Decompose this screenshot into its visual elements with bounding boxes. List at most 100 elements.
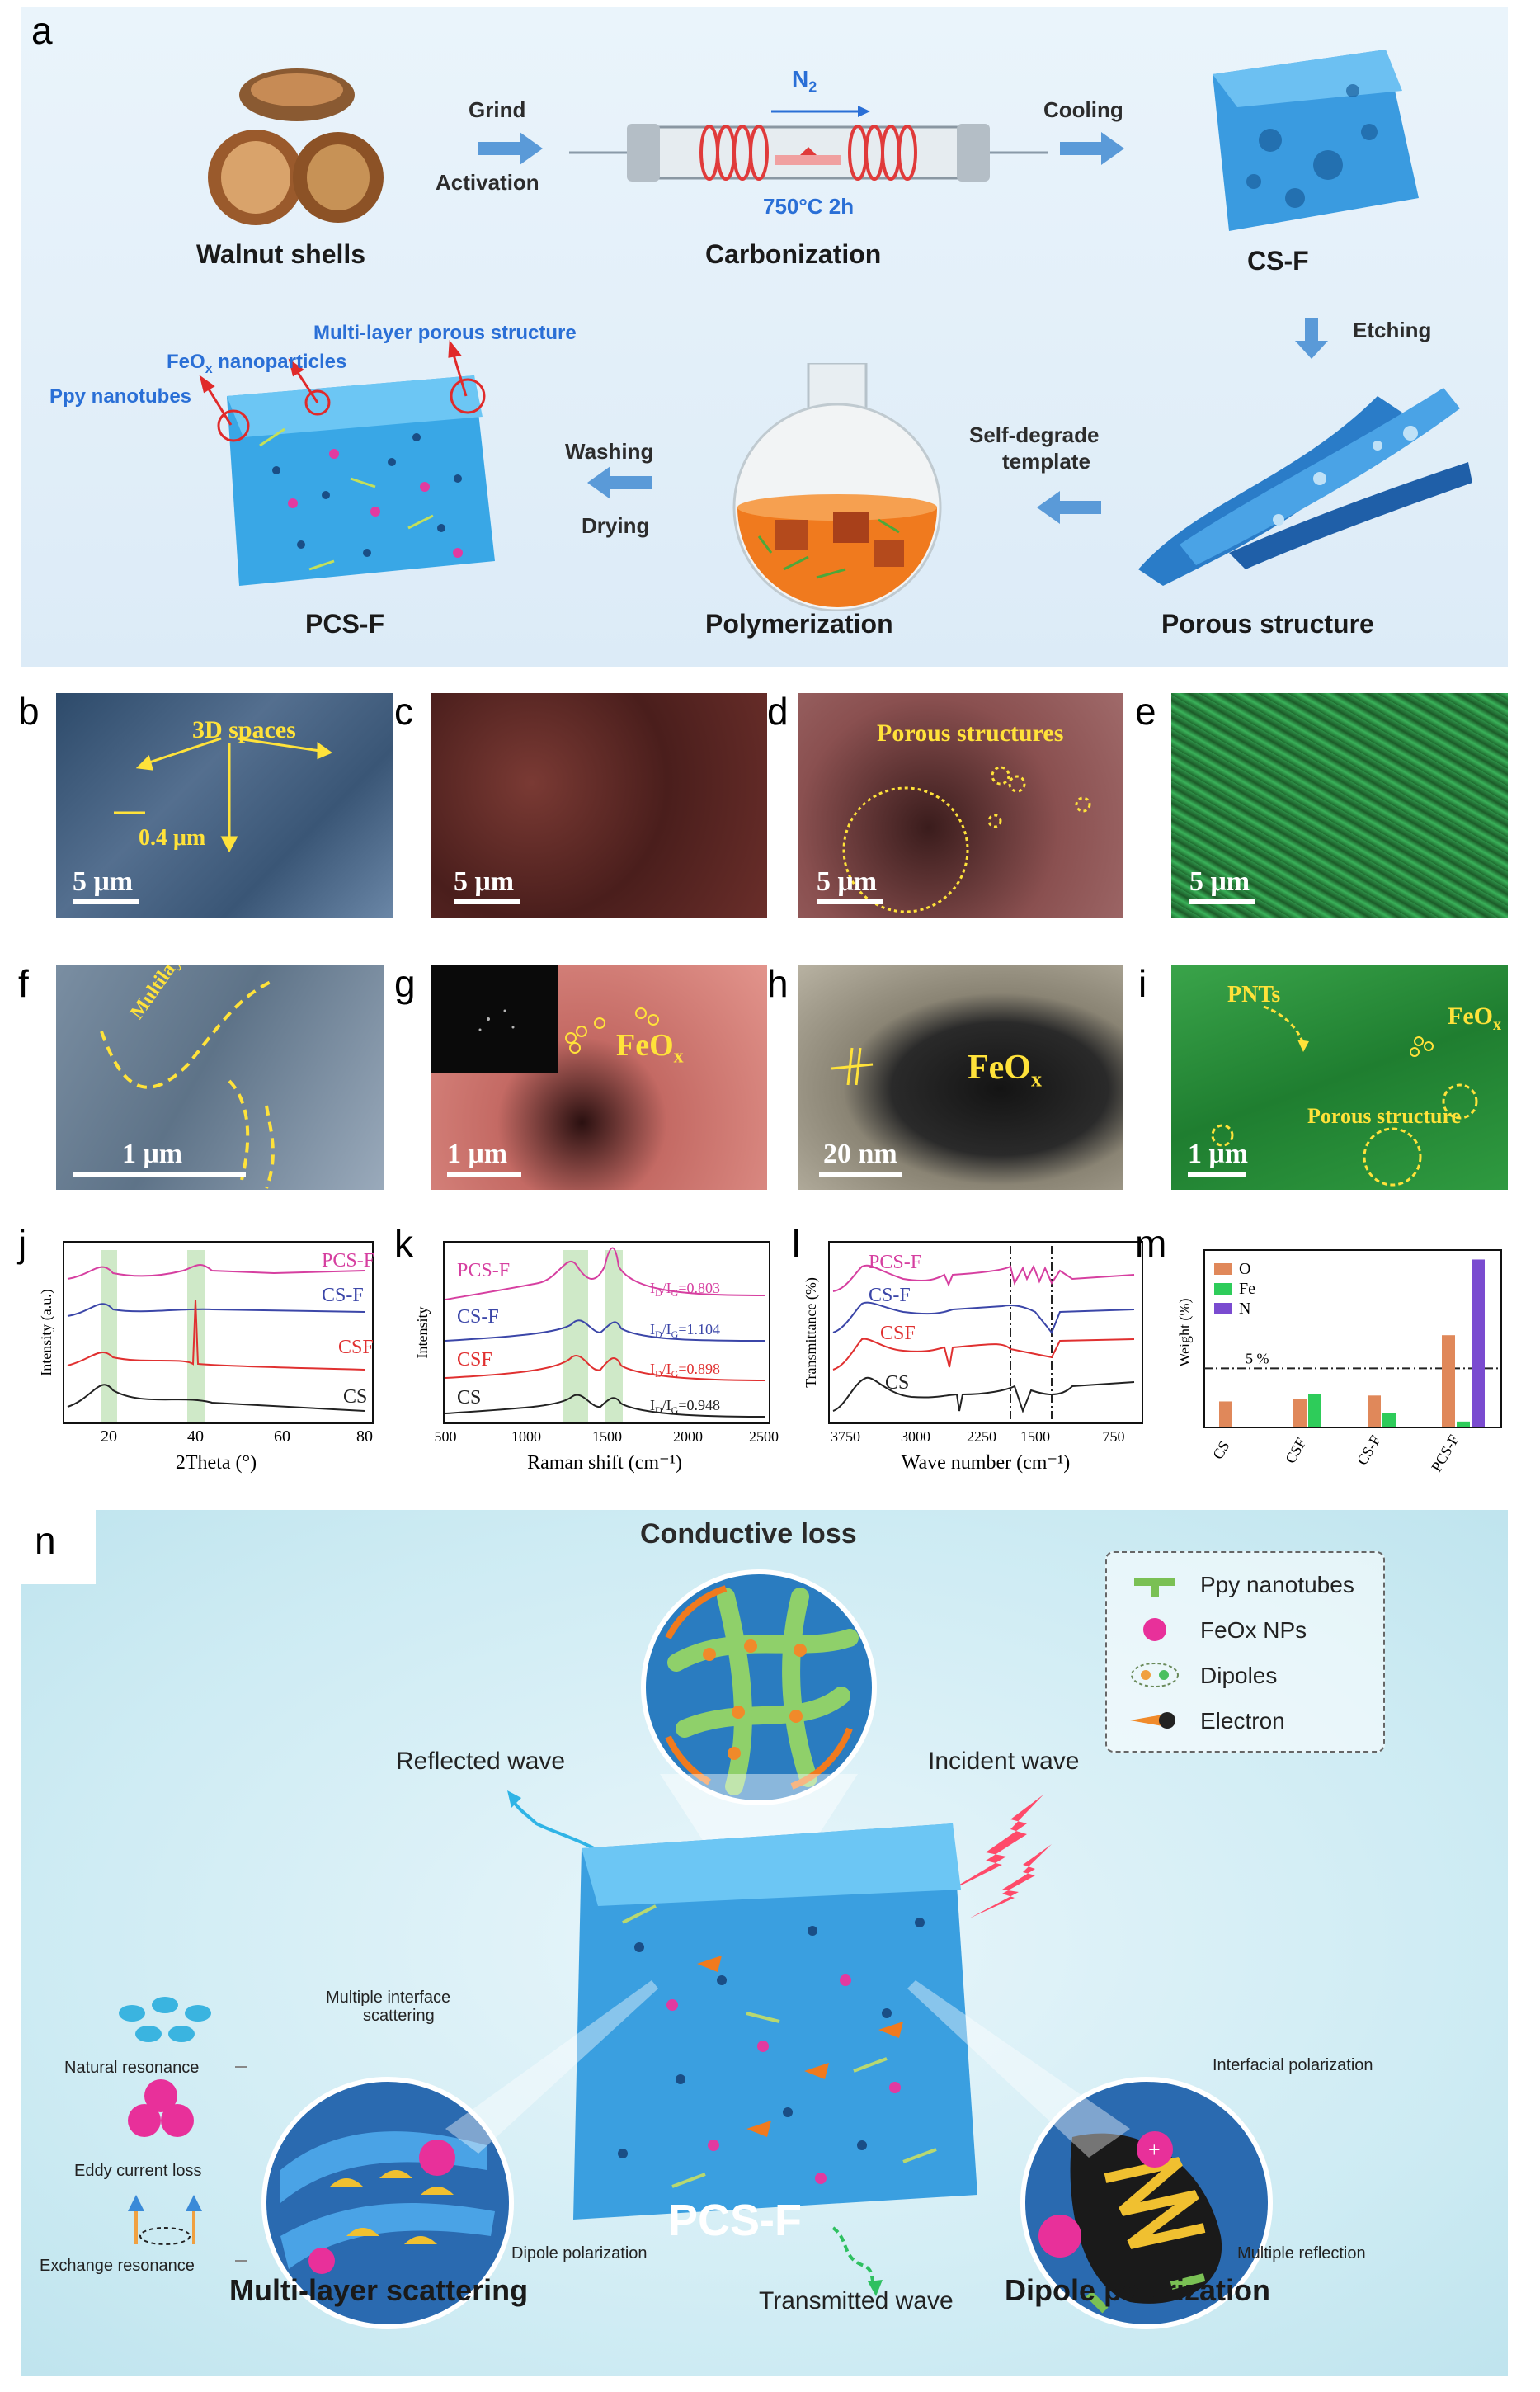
bar-ylabel: Weight (%) xyxy=(1176,1298,1194,1366)
raman-ratio-csf2: ID/IG=1.104 xyxy=(650,1321,720,1340)
ftir-xlabel: Wave number (cm⁻¹) xyxy=(902,1452,1071,1474)
bar-fe-pcs-f xyxy=(1457,1421,1470,1427)
lattice-marker xyxy=(831,1047,874,1086)
polymerization-label: Polymerization xyxy=(705,609,893,639)
xrd-series-pcsf xyxy=(67,1263,365,1280)
carbonization-furnace-illustration xyxy=(569,124,1048,182)
polymerization-flask-illustration xyxy=(732,363,942,611)
xrd-ylabel: Intensity (a.u.) xyxy=(38,1289,55,1375)
legend-feox: FeOx NPs xyxy=(1200,1617,1307,1643)
scale-label-d: 5 μm xyxy=(817,866,878,897)
raman-series-csf2 xyxy=(445,1319,766,1342)
panel-letter-d: d xyxy=(767,690,789,733)
panel-letter-m: m xyxy=(1135,1222,1167,1265)
bar-category-cs: CS xyxy=(1209,1438,1232,1462)
bar-o-pcs-f xyxy=(1442,1335,1455,1427)
raman-tick-500: 500 xyxy=(435,1428,457,1445)
bar-n-pcs-f xyxy=(1472,1259,1485,1427)
magnetic-loss-mechanisms-illustration xyxy=(119,1997,247,2262)
xrd-legend-cs: CS xyxy=(343,1386,367,1408)
bar-fe-cs-f xyxy=(1382,1413,1396,1427)
sem-d-annotation-circles xyxy=(842,766,1091,913)
xrd-plot-frame xyxy=(63,1241,374,1424)
raman-ratio-pcsf: ID/IG=0.803 xyxy=(650,1280,720,1299)
grind-label: Grind xyxy=(469,97,526,122)
porous-sheets-illustration xyxy=(1138,388,1472,586)
panel-letter-b: b xyxy=(18,690,40,733)
tem-image-g: FeOx 1 μm xyxy=(431,965,767,1190)
ftir-series-csf xyxy=(832,1338,1135,1371)
pnts-annotation: PNTs xyxy=(1227,982,1281,1007)
conductive-loss-title: Conductive loss xyxy=(640,1518,857,1550)
scale-bar xyxy=(73,899,139,904)
left-zoom-beam xyxy=(445,1980,658,2154)
cooling-label: Cooling xyxy=(1043,97,1123,122)
raman-tick-1000: 1000 xyxy=(511,1428,541,1445)
sem-image-c: 5 μm xyxy=(431,693,767,918)
panel-letter-e: e xyxy=(1135,690,1156,733)
scale-bar xyxy=(1189,899,1255,904)
raman-plot-frame xyxy=(443,1241,770,1424)
panel-letter-j: j xyxy=(18,1222,27,1265)
raman-tick-1500: 1500 xyxy=(592,1428,622,1445)
xrd-series-csf2 xyxy=(67,1303,365,1317)
panel-letter-a: a xyxy=(31,9,53,52)
raman-legend-cs: CS xyxy=(457,1387,481,1408)
transmitted-wave-label: Transmitted wave xyxy=(759,2287,954,2314)
arrow-left-icon xyxy=(1037,491,1101,524)
xrd-legend-csf2: CS-F xyxy=(322,1285,364,1306)
xrd-chart-j: PCS-F CS-F CSF CS 20 40 60 80 2Theta (°)… xyxy=(38,1241,374,1474)
multi-layer-scattering-title: Multi-layer scattering xyxy=(229,2273,529,2307)
scale-bar xyxy=(817,899,883,904)
tem-image-i: PNTs FeOx Porous structure 1 μm xyxy=(1171,965,1508,1190)
multiple-interface-label-2: scattering xyxy=(363,2007,435,2025)
drying-label: Drying xyxy=(582,513,650,538)
arrow-down-icon xyxy=(1295,318,1328,359)
feox-annotation-i: FeOx xyxy=(1448,1003,1501,1034)
dipoles-icon xyxy=(1131,1663,1179,1687)
scale-label-b: 5 μm xyxy=(73,866,134,897)
dipole-polarization-title: Dipole polarization xyxy=(1005,2273,1271,2307)
ftir-tick-2250: 2250 xyxy=(967,1428,996,1445)
xrd-xlabel: 2Theta (°) xyxy=(176,1452,257,1474)
ppy-nanotube-icon xyxy=(1134,1578,1175,1597)
panel-letter-f: f xyxy=(18,962,29,1005)
panel-n-letter-bg xyxy=(21,1510,96,1584)
pcsf-central-block-illustration xyxy=(573,1823,977,2220)
ftir-tick-750: 750 xyxy=(1103,1428,1125,1445)
panel-letter-g: g xyxy=(394,962,416,1005)
3d-spaces-annotation: 3D spaces xyxy=(192,716,296,743)
0.4-um-annotation: 0.4 μm xyxy=(139,825,206,851)
bar-plot-frame xyxy=(1203,1249,1502,1428)
bar-fe-csf xyxy=(1308,1394,1321,1427)
scale-bar xyxy=(454,899,520,904)
tem-f-multilayer-lines xyxy=(100,980,275,1189)
ftir-legend-cs: CS xyxy=(885,1372,909,1394)
natural-resonance-label: Natural resonance xyxy=(64,2059,200,2077)
ftir-chart-l: PCS-F CS-F CSF CS 3750 3000 2250 1500 75… xyxy=(803,1241,1143,1474)
tem-g-annotation-circles xyxy=(565,1007,659,1054)
etching-label: Etching xyxy=(1353,318,1432,342)
ftir-tick-3750: 3750 xyxy=(831,1428,860,1445)
washing-label: Washing xyxy=(565,439,654,464)
panel-letter-h: h xyxy=(767,962,789,1005)
panel-letter-i: i xyxy=(1138,962,1147,1005)
legend-label-fe: Fe xyxy=(1239,1280,1255,1298)
panel-letter-l: l xyxy=(792,1222,801,1265)
hrtem-image-h: FeOx 20 nm xyxy=(798,965,1123,1190)
sem-image-e: 5 μm xyxy=(1171,693,1508,918)
bar-category-csf2: CS-F xyxy=(1354,1432,1383,1468)
bar-o-csf xyxy=(1293,1399,1307,1427)
raman-legend-csf2: CS-F xyxy=(457,1306,499,1328)
feox-annotation-h: FeOx xyxy=(968,1049,1042,1092)
csf-porous-block-illustration xyxy=(1213,50,1419,231)
scale-bar xyxy=(73,1172,246,1177)
legend-swatch-o xyxy=(1214,1263,1232,1275)
multiple-interface-label-1: Multiple interface xyxy=(326,1989,451,2007)
self-degrade-label: Self-degrade xyxy=(969,422,1100,447)
bar-category-pcsf: PCS-F xyxy=(1428,1432,1462,1474)
pcsf-label: PCS-F xyxy=(305,609,384,639)
eds-bar-chart-m: 5 % O Fe N CS CSF CS-F PCS-F Weight (%) xyxy=(1176,1249,1502,1474)
reflected-wave-arrow-icon xyxy=(507,1790,595,1850)
gas-flow-arrow-icon xyxy=(771,106,870,117)
